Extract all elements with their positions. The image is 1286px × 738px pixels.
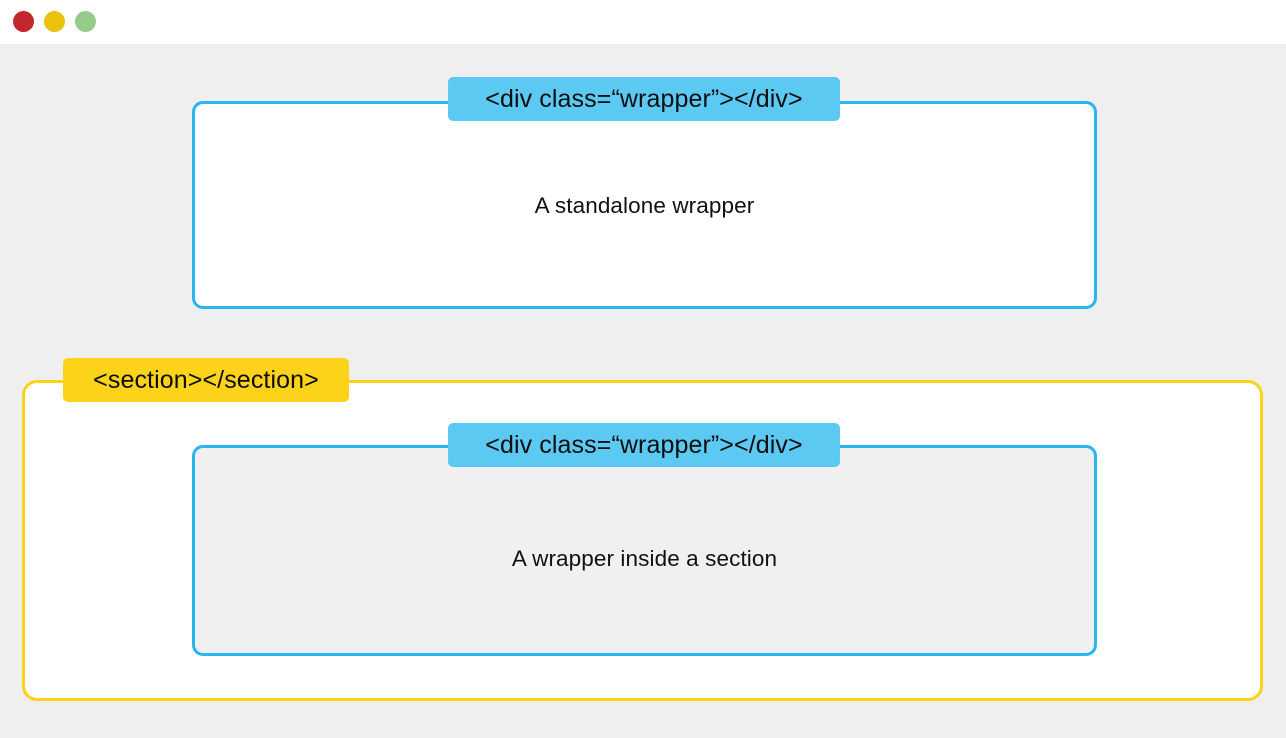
nested-wrapper-box: A wrapper inside a section <box>192 445 1097 656</box>
window-titlebar <box>0 0 1286 44</box>
close-window-icon[interactable] <box>13 11 34 32</box>
section-tag-label: <section></section> <box>63 358 349 402</box>
standalone-wrapper-box: A standalone wrapper <box>192 101 1097 309</box>
nested-wrapper-tag-label: <div class=“wrapper”></div> <box>448 423 840 467</box>
standalone-wrapper-tag-label: <div class=“wrapper”></div> <box>448 77 840 121</box>
nested-wrapper-caption: A wrapper inside a section <box>511 546 778 571</box>
diagram-canvas: A standalone wrapper <div class=“wrapper… <box>0 44 1286 738</box>
standalone-wrapper-caption: A standalone wrapper <box>534 193 755 218</box>
minimize-window-icon[interactable] <box>44 11 65 32</box>
maximize-window-icon[interactable] <box>75 11 96 32</box>
window-controls <box>13 11 96 32</box>
